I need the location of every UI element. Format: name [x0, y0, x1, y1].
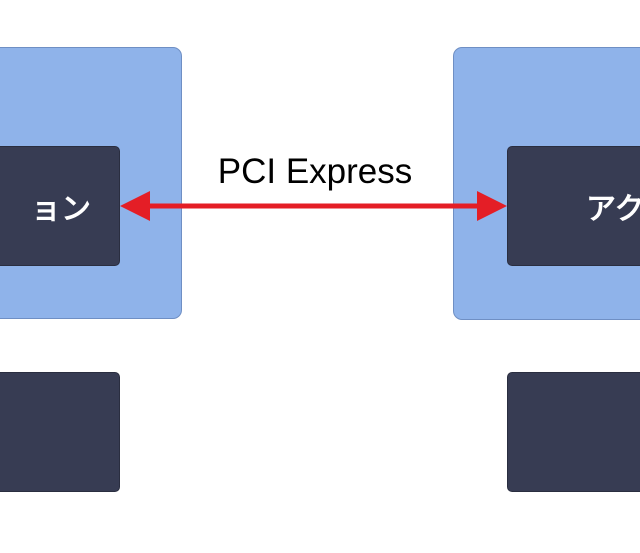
right-component-box: アク	[507, 146, 640, 266]
connector-label: PCI Express	[217, 152, 413, 191]
arrow-head-right	[477, 191, 507, 221]
right-component-label: アク	[586, 192, 640, 227]
left-lower-box	[0, 372, 120, 492]
arrow-head-left	[120, 191, 150, 221]
right-lower-box	[507, 372, 640, 492]
left-component-label: ョン	[31, 192, 91, 227]
left-component-box: ョン	[0, 146, 120, 266]
